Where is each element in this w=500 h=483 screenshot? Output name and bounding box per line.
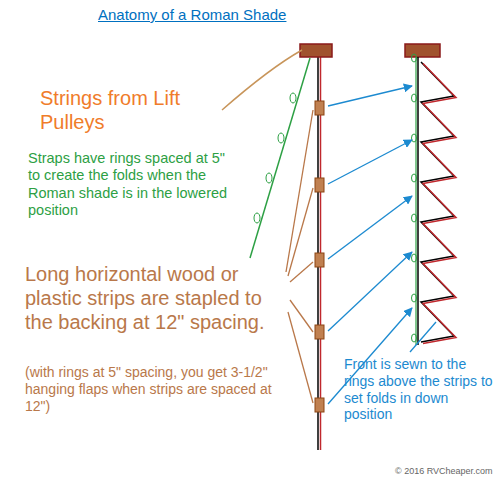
leader-line xyxy=(290,262,313,282)
wood-strip xyxy=(315,178,324,192)
strap-ring xyxy=(412,294,417,302)
copyright-note: © 2016 RVCheaper.com xyxy=(395,466,495,477)
fold-callout: Front is sewn to the rings above the str… xyxy=(344,356,494,423)
leader-line xyxy=(290,300,313,332)
strap-callout: Straps have rings spaced at 5" to create… xyxy=(28,150,233,220)
fold-arrow xyxy=(328,140,412,184)
diagram-title: Anatomy of a Roman Shade xyxy=(98,6,286,24)
leader-line xyxy=(410,322,436,352)
strip-callout: Long horizontal wood or plastic strips a… xyxy=(25,262,283,334)
raised-shade xyxy=(405,44,456,345)
wood-strip xyxy=(315,398,324,412)
leader-line xyxy=(288,312,313,403)
strap-ring xyxy=(412,254,417,262)
fold-arrow xyxy=(328,86,412,106)
fold-arrow xyxy=(328,196,412,259)
folded-front xyxy=(423,64,456,344)
fold-arrow xyxy=(328,252,412,331)
strap-ring xyxy=(290,93,296,103)
lift-string xyxy=(222,50,302,110)
wood-strip xyxy=(315,101,324,115)
strap-ring xyxy=(266,173,272,183)
strap-ring xyxy=(412,334,417,342)
strap-ring xyxy=(412,134,417,142)
strap-ring xyxy=(412,174,417,182)
leader-line xyxy=(286,110,313,272)
folded-front xyxy=(421,62,454,342)
wood-strip xyxy=(315,253,324,267)
leader-line xyxy=(288,188,313,276)
wood-strip xyxy=(315,325,324,339)
strip-leaders xyxy=(286,110,313,403)
strap-ring xyxy=(412,54,417,62)
spacing-note: (with rings at 5" spacing, you get 3-1/2… xyxy=(25,364,283,414)
backing-line xyxy=(417,57,419,345)
strap-ring xyxy=(412,214,417,222)
strap-ring xyxy=(254,213,260,223)
strap-ring xyxy=(412,94,417,102)
strap-ring xyxy=(278,133,284,143)
head-rail xyxy=(405,44,440,57)
head-rail xyxy=(300,44,332,57)
string-callout: Strings from Lift Pulleys xyxy=(40,86,218,134)
